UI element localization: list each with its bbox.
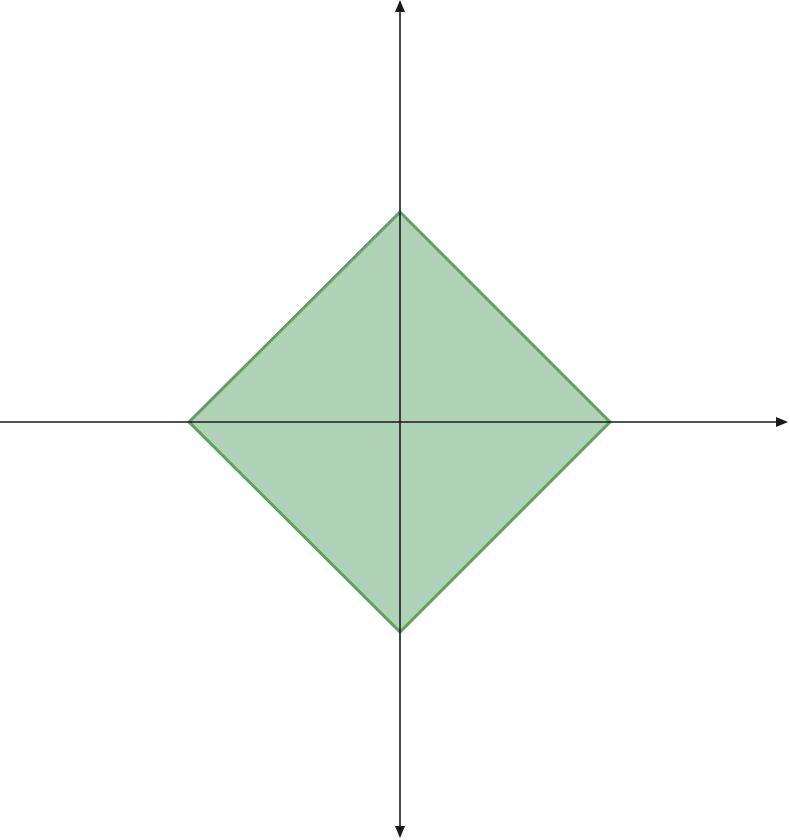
coordinate-diagram xyxy=(0,0,788,838)
